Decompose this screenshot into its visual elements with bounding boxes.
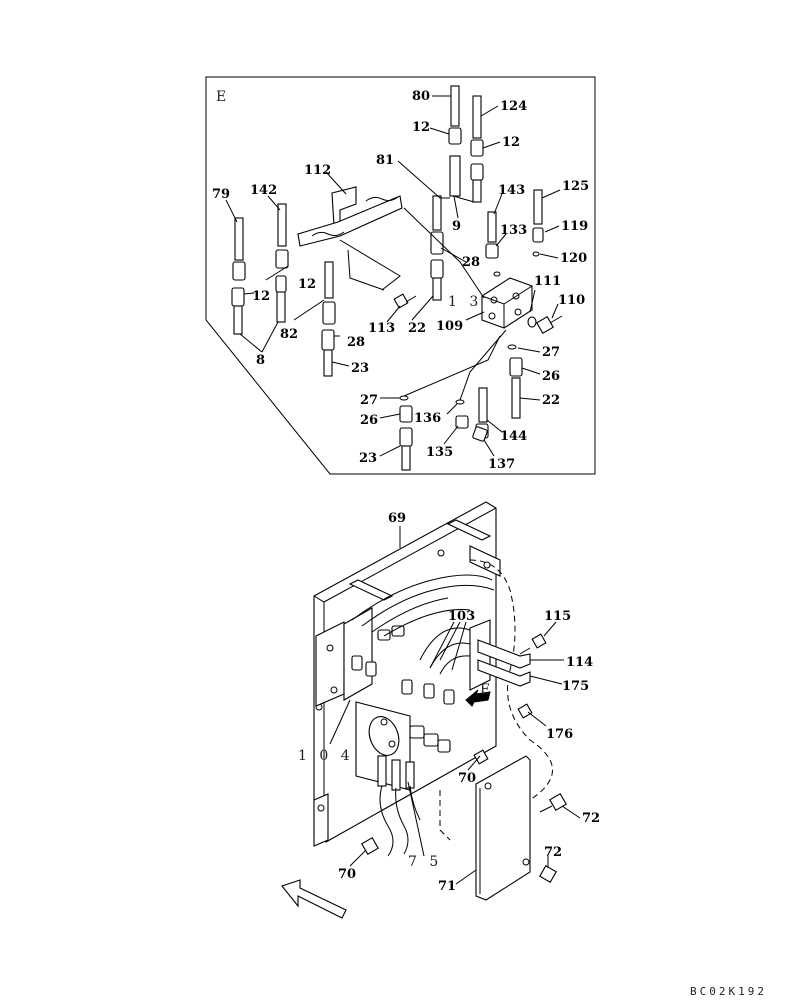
callout-label: 176	[546, 727, 573, 742]
cover-plate-71-shape	[475, 755, 531, 901]
ref-104: 1 0 4	[298, 748, 354, 764]
bracket-112-shape	[297, 186, 403, 247]
callout-label: 23	[351, 361, 369, 376]
callout-label: 124	[500, 99, 527, 114]
view-marker-e: E	[480, 682, 494, 698]
callout-label: 12	[412, 120, 430, 135]
hose-fittings-top	[430, 85, 544, 301]
callout-label: 115	[544, 609, 571, 624]
section-ref-13: 1 3	[448, 294, 482, 310]
assembly-callout-labels: 69 103 115 114 175 176 70 72 72 70 71 E …	[298, 511, 600, 894]
callout-label: 111	[534, 274, 561, 289]
detail-view-label: E	[216, 89, 230, 105]
drawing-code: BC02K192	[690, 985, 767, 998]
callout-label: 22	[542, 393, 560, 408]
callout-label: 137	[488, 457, 515, 472]
callout-label: 113	[368, 321, 395, 336]
callout-label: 27	[360, 393, 378, 408]
block-109-shape	[481, 277, 533, 329]
callout-label: 12	[252, 289, 270, 304]
callout-label: 81	[376, 153, 394, 168]
callout-label: 70	[458, 771, 476, 786]
callout-label: 103	[448, 609, 475, 624]
assembly-leaders	[329, 526, 581, 885]
callout-label: 28	[462, 255, 480, 270]
callout-label: 71	[438, 879, 456, 894]
hose-fittings-bottom	[399, 357, 523, 471]
callout-label: 26	[360, 413, 378, 428]
callout-label: 72	[582, 811, 600, 826]
callout-label: 119	[561, 219, 588, 234]
valve-block-left	[315, 607, 405, 707]
callout-label: 175	[562, 679, 589, 694]
callout-label: 27	[542, 345, 560, 360]
callout-label: 112	[304, 163, 331, 178]
callout-label: 125	[562, 179, 589, 194]
bolts-assembly	[361, 633, 567, 883]
hose-fittings-left	[231, 203, 336, 377]
view-arrow-solid	[465, 689, 491, 707]
callout-label: 26	[542, 369, 560, 384]
callout-label: 144	[500, 429, 527, 444]
callout-label: 12	[502, 135, 520, 150]
callout-label: 114	[566, 655, 593, 670]
callout-label: 142	[250, 183, 277, 198]
callout-label: 133	[500, 223, 527, 238]
front-direction-arrow	[281, 879, 347, 919]
callout-label: 110	[558, 293, 585, 308]
assembly-view: 69 103 115 114 175 176 70 72 72 70 71 E …	[281, 501, 600, 919]
callout-label: 69	[388, 511, 406, 526]
callout-label: 136	[414, 411, 441, 426]
callout-label: 82	[280, 327, 298, 342]
callout-label: 79	[212, 187, 230, 202]
base-plate-shape	[313, 793, 329, 847]
callout-label: 72	[544, 845, 562, 860]
callout-label: 80	[412, 89, 430, 104]
callout-label: 135	[426, 445, 453, 460]
callout-label: 12	[298, 277, 316, 292]
callout-label: 120	[560, 251, 587, 266]
callout-label: 28	[347, 335, 365, 350]
callout-label: 23	[359, 451, 377, 466]
callout-label: 8	[256, 353, 265, 368]
detail-view-frame	[205, 76, 596, 475]
ref-75: 7 5	[408, 854, 442, 870]
callout-label: 143	[498, 183, 525, 198]
detail-callout-labels: 80 124 12 12 81 112 79 142 143 125 9 133…	[212, 89, 589, 472]
callout-label: 9	[452, 219, 461, 234]
callout-label: 70	[338, 867, 356, 882]
callout-label: 109	[436, 319, 463, 334]
callout-label: 22	[408, 321, 426, 336]
detail-leaders	[225, 95, 561, 457]
detail-view-e: E	[205, 76, 596, 475]
bracket-114-shape	[469, 619, 531, 691]
